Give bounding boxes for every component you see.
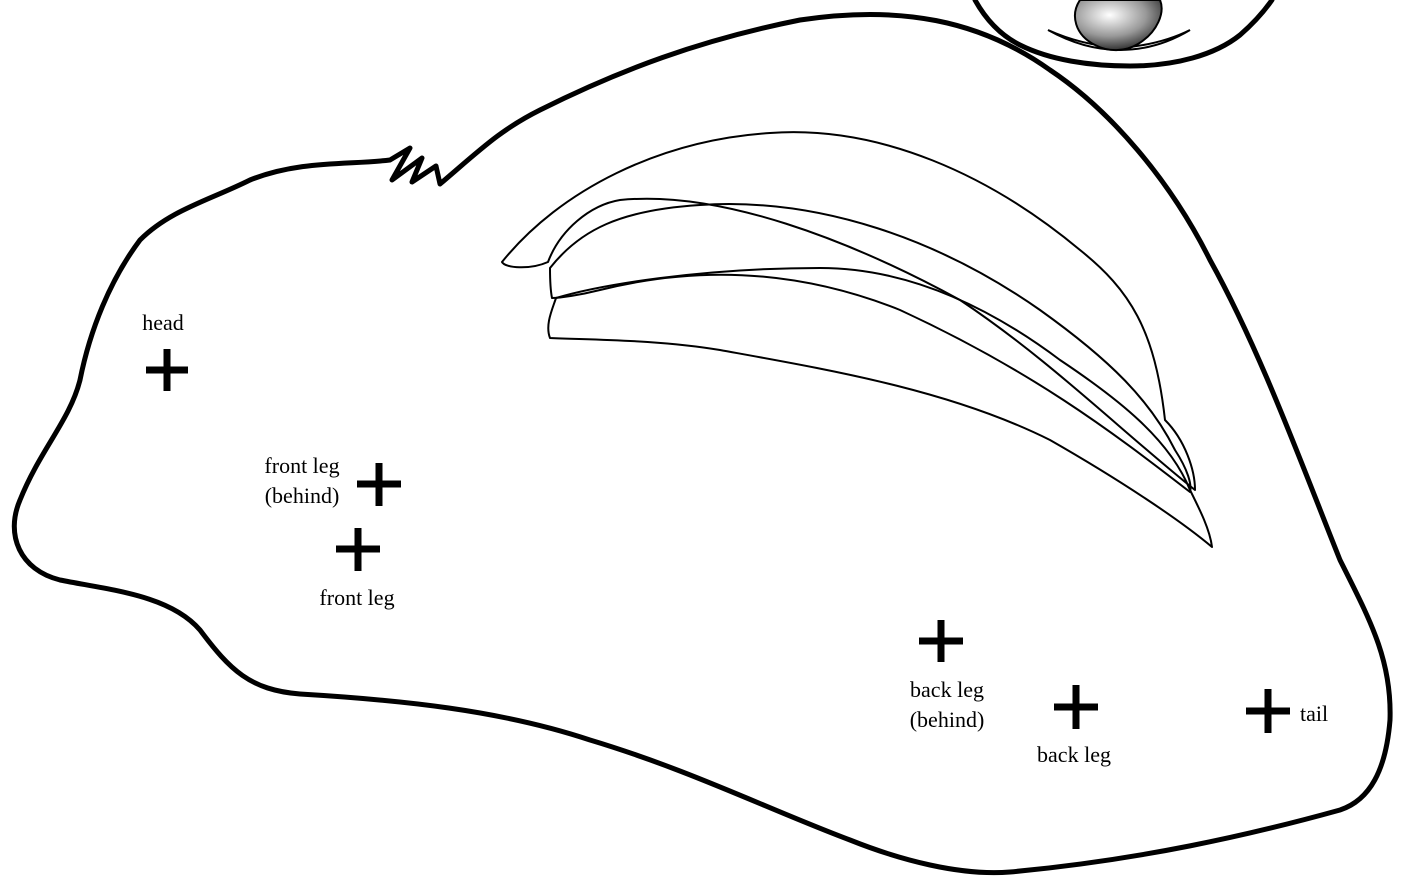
front-leg-behind-label-line2: (behind) xyxy=(265,483,340,508)
back-leg-label: back leg xyxy=(1037,742,1111,767)
head-label: head xyxy=(142,310,184,335)
front-leg-behind-label-line1: front leg xyxy=(264,453,339,478)
tail-label: tail xyxy=(1300,701,1328,726)
back-leg-behind-label-line1: back leg xyxy=(910,677,984,702)
back-leg-behind-label-line2: (behind) xyxy=(910,707,985,732)
front-leg-label: front leg xyxy=(319,585,394,610)
